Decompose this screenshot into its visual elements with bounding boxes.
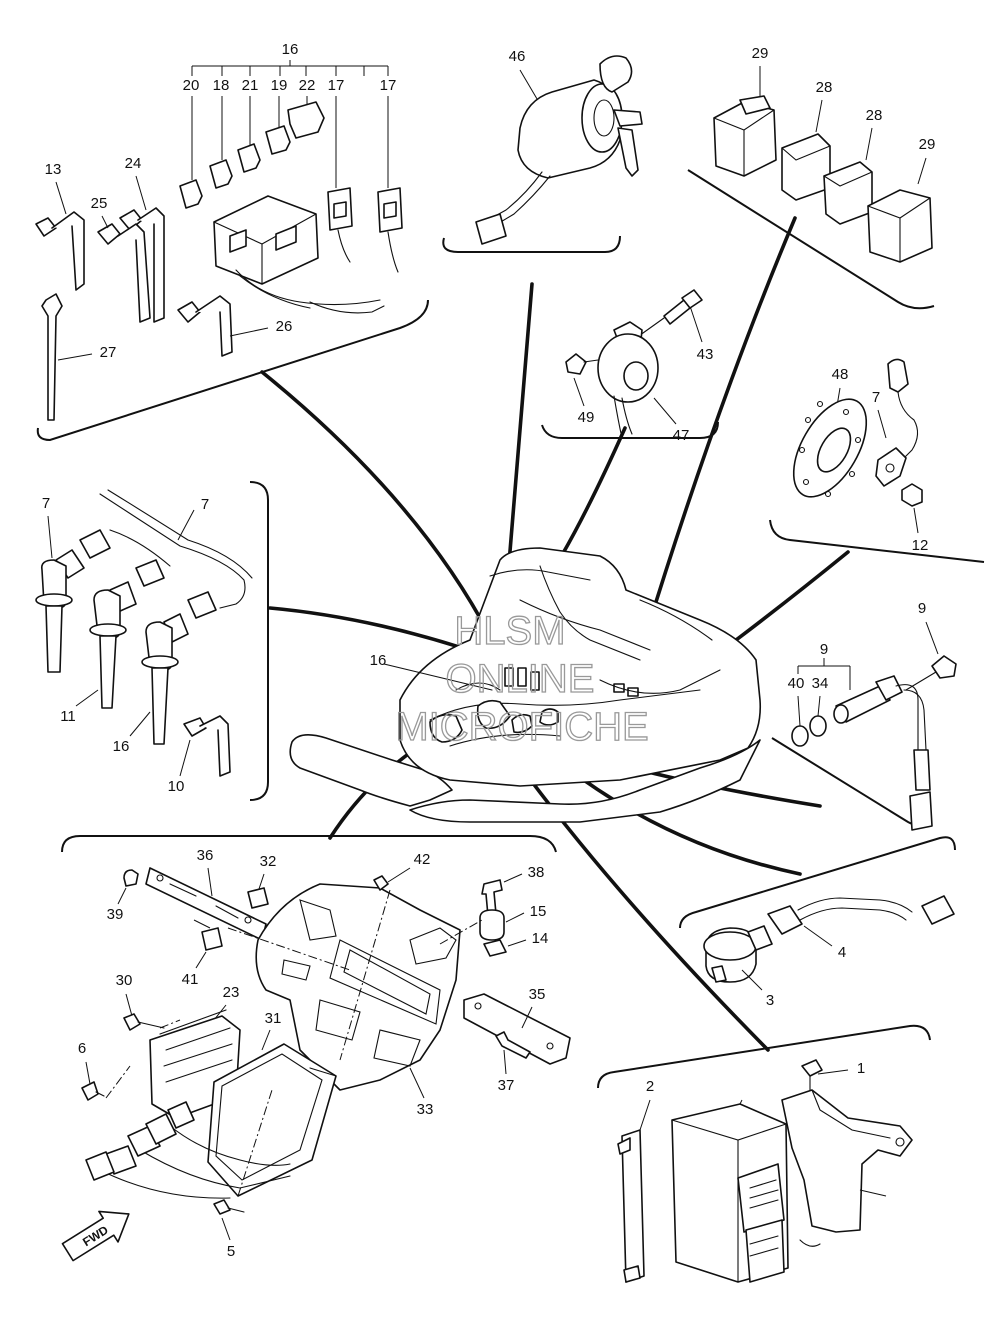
callout-17a: 17 <box>328 77 345 94</box>
callout-31: 5 <box>227 1243 235 1260</box>
callout-45: 49 <box>578 409 595 426</box>
callout-9b: 34 <box>812 675 829 692</box>
callout-36: 42 <box>414 851 431 868</box>
callout-26: 26 <box>276 318 293 335</box>
callout-44: 43 <box>697 346 714 363</box>
callout-28b: 28 <box>866 107 883 124</box>
callout-49: 48 <box>832 366 849 383</box>
callout-33: 33 <box>417 1101 434 1118</box>
panel-borders <box>36 169 985 1089</box>
snowmobile-overview: 16 <box>289 547 762 823</box>
callout-46: 46 <box>509 48 526 65</box>
callout-42: 39 <box>107 906 124 923</box>
callout-40: 36 <box>197 847 214 864</box>
watermark-line-3: MICROFICHE <box>395 705 648 749</box>
watermark-line-2: ONLINE <box>446 657 595 701</box>
callout-14: 23 <box>223 984 240 1001</box>
watermark-line-1: HLSM <box>454 609 565 653</box>
callout-29b: 29 <box>919 136 936 153</box>
callout-17b: 17 <box>380 77 397 94</box>
position-sensor-group: 9 9 40 34 <box>788 600 957 831</box>
fuse-box-group: 16 20 18 21 19 22 17 17 <box>35 41 403 421</box>
callout-29a: 29 <box>752 45 769 62</box>
callout-7c: 16 <box>113 738 130 755</box>
callout-32: 38 <box>528 864 545 881</box>
ignition-coils-group: 7 7 11 16 10 <box>35 489 253 795</box>
callout-30: 31 <box>265 1010 282 1027</box>
callout-16b: 16 <box>370 652 387 669</box>
callout-19: 19 <box>271 77 288 94</box>
cdi-unit-group: 1 2 <box>617 1059 913 1283</box>
callout-43: 47 <box>673 427 690 444</box>
main-switch-group: 46 <box>475 48 643 245</box>
callout-22: 22 <box>299 77 316 94</box>
sensor-group: 43 49 47 <box>565 289 714 444</box>
callout-25: 25 <box>91 195 108 212</box>
callout-11: 10 <box>168 778 185 795</box>
callout-47: 7 <box>872 389 880 406</box>
watermark: HLSM ONLINE MICROFICHE <box>395 608 650 749</box>
callout-35: 35 <box>529 986 546 1003</box>
callout-39: 14 <box>532 930 549 947</box>
callout-38: 15 <box>530 903 547 920</box>
callout-6: 4 <box>838 944 846 961</box>
callout-18: 18 <box>213 77 230 94</box>
callout-9a: 40 <box>788 675 805 692</box>
callout-37: 37 <box>498 1077 515 1094</box>
ecu-bracket-group: 36 39 32 41 42 38 15 <box>61 847 571 1262</box>
callout-13: 13 <box>45 161 62 178</box>
callout-24: 24 <box>125 155 142 172</box>
callout-28a: 28 <box>816 79 833 96</box>
callout-5: 3 <box>766 992 774 1009</box>
callout-3: 2 <box>646 1078 654 1095</box>
callout-23: 6 <box>78 1040 86 1057</box>
callout-7a: 7 <box>42 495 50 512</box>
callout-27: 27 <box>100 344 117 361</box>
callout-21: 21 <box>242 77 259 94</box>
relays-group: 29 28 28 29 <box>713 45 936 263</box>
callout-12: 7 <box>201 496 209 513</box>
callout-16a: 16 <box>282 41 299 58</box>
fwd-arrow: FWD <box>61 1210 130 1262</box>
callout-15: 30 <box>116 972 133 989</box>
pressure-switch-group: 4 3 <box>703 895 955 1009</box>
callout-41: 41 <box>182 971 199 988</box>
callout-7b: 11 <box>60 708 76 725</box>
callout-20: 20 <box>183 77 200 94</box>
speed-sensor-group: 48 7 12 <box>792 358 929 554</box>
callout-34: 32 <box>260 853 277 870</box>
callout-8: 9 <box>820 641 828 658</box>
callout-48: 12 <box>912 537 929 554</box>
callout-10: 9 <box>918 600 926 617</box>
callout-4: 1 <box>857 1060 865 1077</box>
